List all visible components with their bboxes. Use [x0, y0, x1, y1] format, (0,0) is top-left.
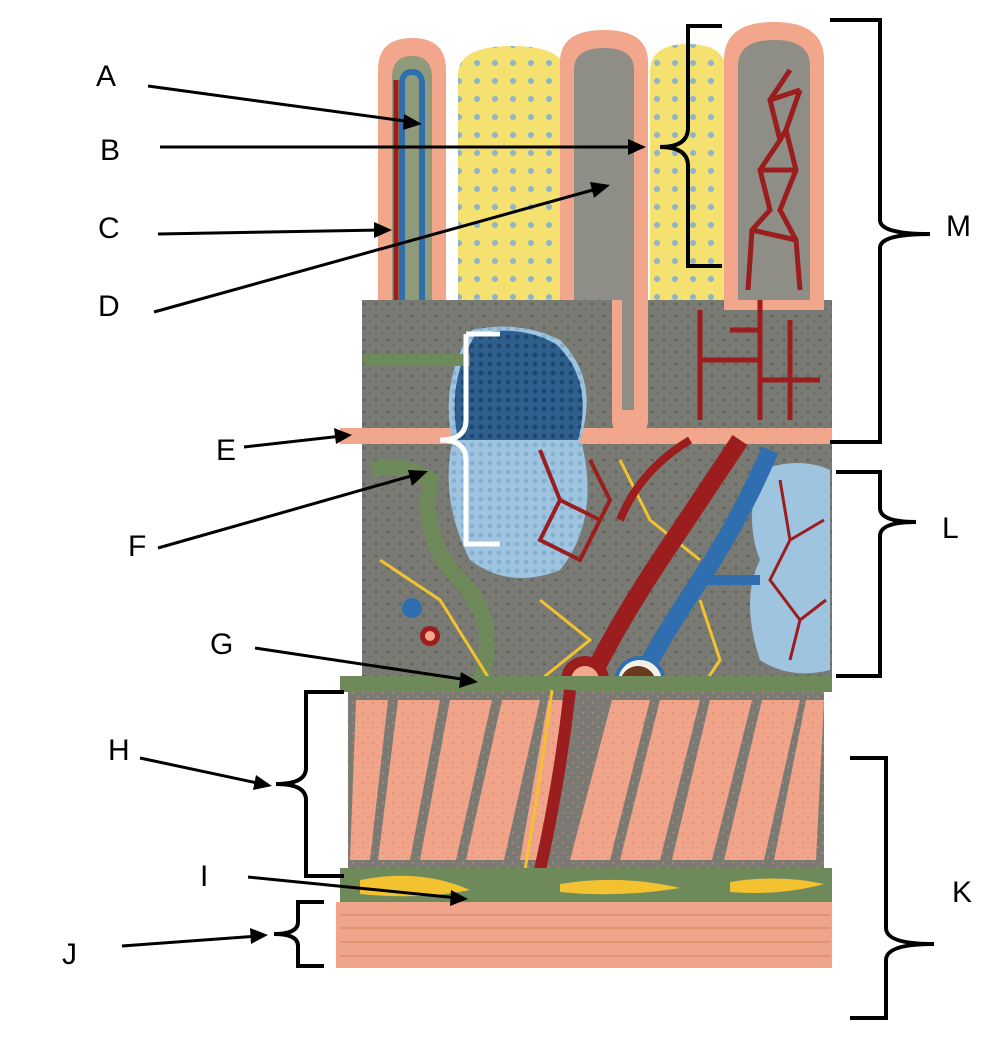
- label-j: J: [62, 938, 77, 971]
- serosa-layer: [336, 868, 832, 968]
- label-k: K: [952, 876, 973, 909]
- label-c: C: [98, 212, 120, 245]
- label-h: H: [108, 734, 130, 767]
- label-m: M: [946, 210, 971, 243]
- annotation-brackets: [273, 18, 935, 1020]
- label-d: D: [98, 290, 120, 323]
- mucosa-villi-layer: [340, 22, 832, 450]
- label-b: B: [100, 134, 121, 167]
- label-i: I: [200, 860, 209, 893]
- annotation-lines: [121, 84, 636, 948]
- submucosa-layer: [362, 354, 832, 708]
- label-f: F: [128, 530, 147, 563]
- label-a: A: [96, 60, 117, 93]
- f-bracket-white: [439, 331, 500, 547]
- annotation-arrowheads: [250, 114, 646, 944]
- label-g: G: [210, 628, 234, 661]
- muscularis-layer: [340, 676, 832, 872]
- label-l: L: [942, 512, 959, 545]
- label-e: E: [216, 434, 237, 467]
